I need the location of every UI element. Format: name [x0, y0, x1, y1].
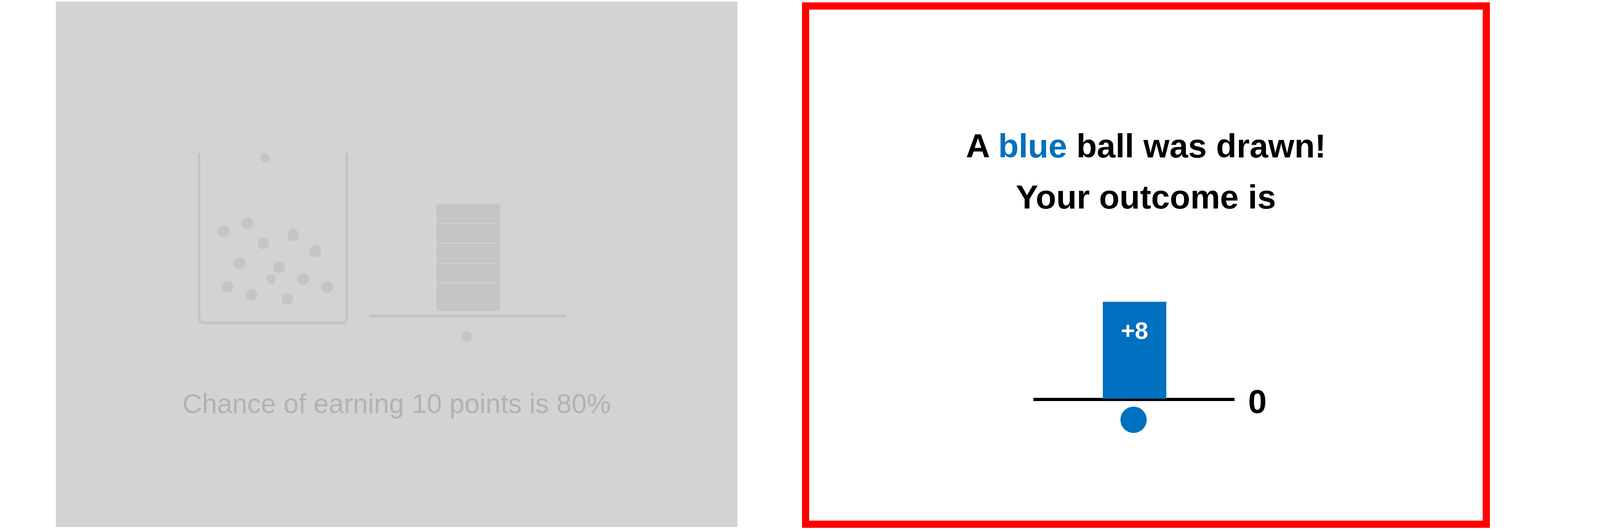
word: blue — [998, 127, 1077, 165]
faded-caption: Chance of earning 10 points is 80% — [182, 383, 611, 424]
outcome-bar: +8 — [1102, 302, 1167, 400]
faded-bar — [369, 203, 567, 343]
faded-panel-ground — [55, 1, 738, 528]
outcome-value: +8 — [1120, 317, 1148, 346]
result-panel: A blue ball was drawn!Your outcome is+8 — [801, 2, 1490, 529]
result-subheading: Your outcome is — [1015, 171, 1277, 223]
result-heading: A blue ball was drawn! — [965, 120, 1326, 172]
faded-urn — [199, 153, 347, 324]
faded-balls — [217, 153, 334, 306]
word: drawn! — [1216, 127, 1326, 165]
word: ball — [1076, 127, 1144, 165]
word: was — [1143, 127, 1217, 165]
axis-zero: 0 — [1248, 385, 1267, 419]
outcome-axis — [1033, 399, 1235, 434]
word: A — [965, 127, 999, 165]
faded-panel: Chance of earning 10 points is 80% — [55, 1, 738, 528]
